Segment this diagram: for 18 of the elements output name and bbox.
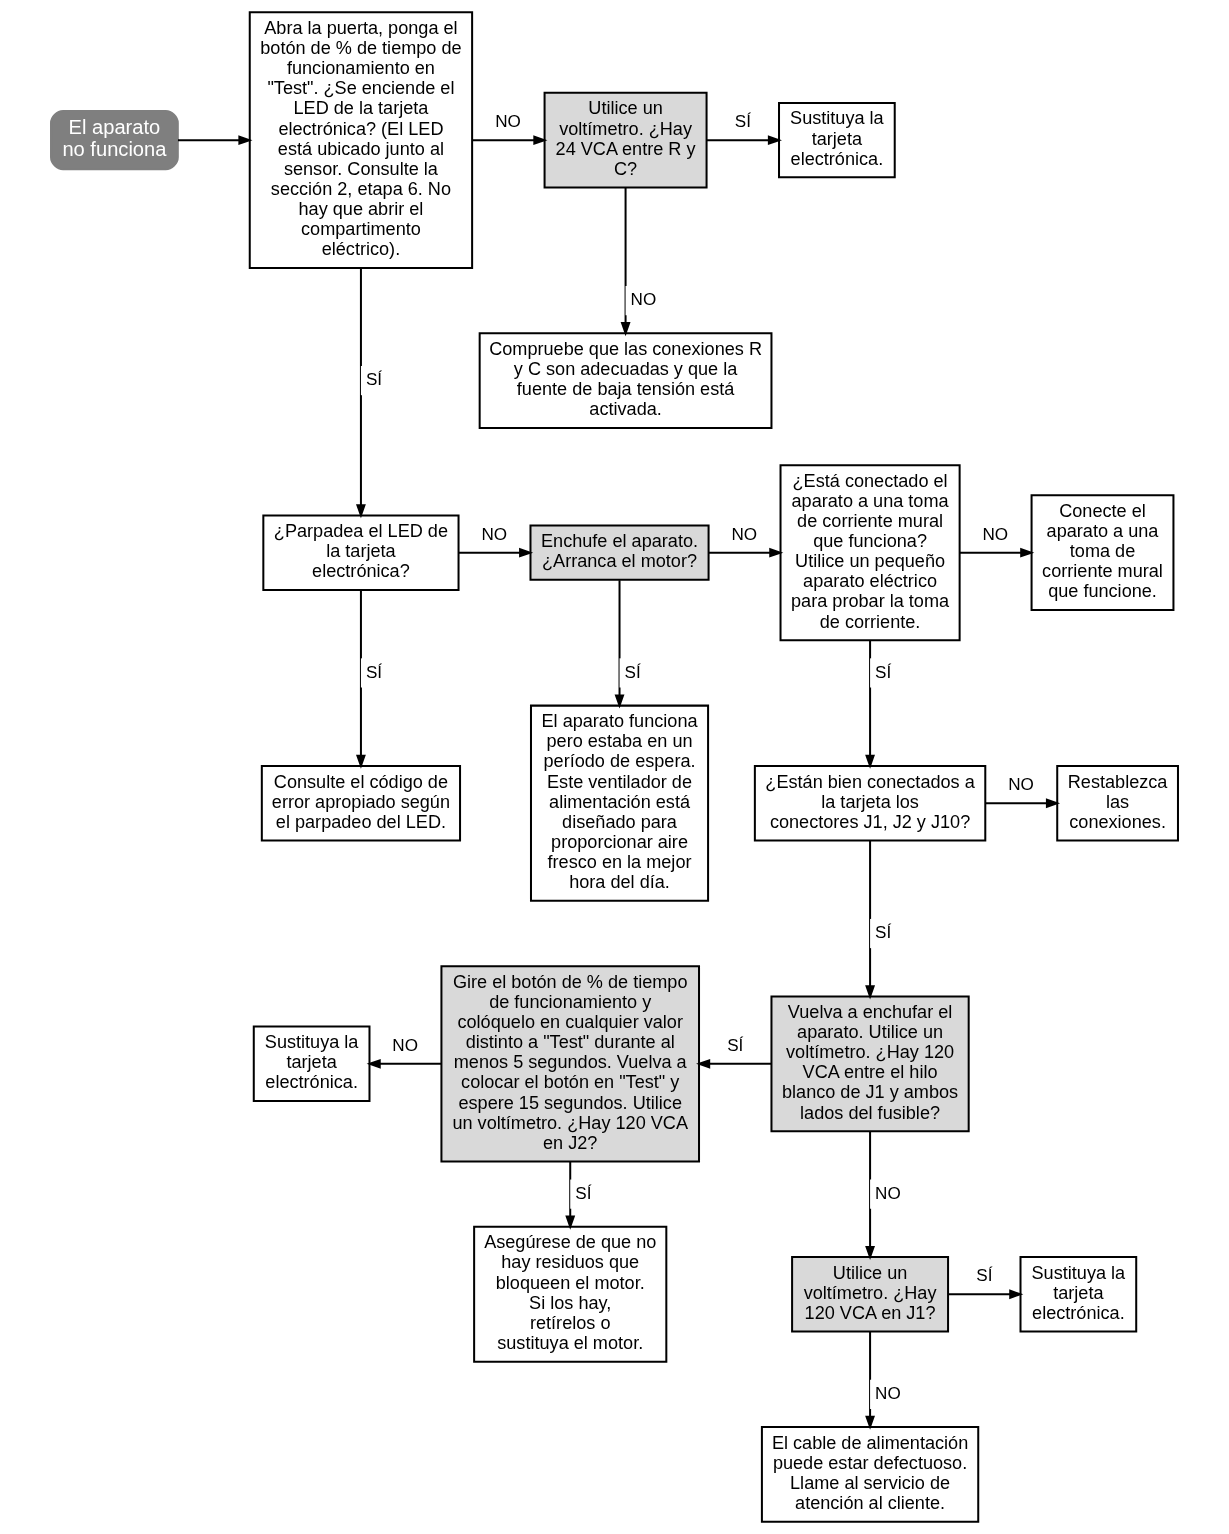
edge-label: SÍ	[727, 1035, 744, 1055]
edge-label: NO	[731, 524, 758, 544]
edge-label: SÍ	[976, 1266, 993, 1286]
edge-label: NO	[1008, 775, 1034, 795]
edge-label: SÍ	[365, 370, 383, 390]
edge-label: NO	[630, 290, 657, 310]
edge-label: NO	[481, 524, 508, 544]
edge-label: NO	[875, 1384, 901, 1403]
edge-label: NO	[982, 524, 1009, 544]
edge-label: SÍ	[624, 662, 641, 682]
edge-label: SÍ	[365, 662, 383, 682]
edge-label: NO	[495, 112, 521, 132]
edge-label: SÍ	[734, 112, 751, 132]
edge-label: SÍ	[575, 1183, 592, 1203]
edge-label: NO	[392, 1035, 419, 1055]
edge-label: NO	[875, 1183, 901, 1203]
edge-label: SÍ	[875, 662, 892, 682]
edge-label: SÍ	[875, 923, 892, 943]
